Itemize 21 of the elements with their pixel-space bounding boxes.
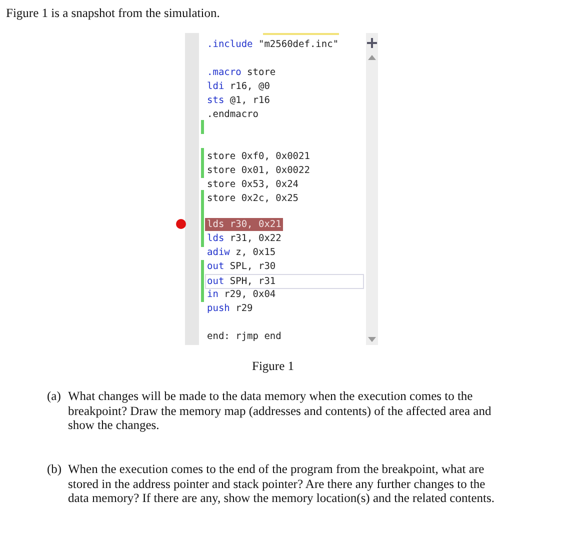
code-line: store 0x53, 0x24: [207, 178, 299, 191]
code-line: store 0x2c, 0x25: [207, 192, 299, 205]
question-label: (a): [47, 389, 61, 404]
code-line: out SPL, r30: [207, 260, 276, 273]
code-line: .macro store: [207, 66, 276, 79]
question-text: When the execution comes to the end of the program from the breakpoint, what are stored in the address pointer and stack pointer? Are there any further changes to the data memory? If there are any, show the memory location(s) and the related contents.: [68, 462, 496, 506]
intro-text: Figure 1 is a snapshot from the simulation.: [6, 6, 220, 20]
code-line: .endmacro: [207, 108, 258, 121]
code-line: ldi r16, @0: [207, 80, 270, 93]
code-line: store 0xf0, 0x0021: [207, 150, 310, 163]
code-line: lds r31, 0x22: [207, 232, 282, 245]
question-text: What changes will be made to the data memory when the execution comes to the breakpoint? Draw the memory map (addresses and contents) of the affected area and show the changes.: [68, 389, 492, 432]
code-line: store 0x01, 0x0022: [207, 164, 310, 177]
code-line: push r29: [207, 302, 253, 315]
code-line: adiw z, 0x15: [207, 246, 276, 259]
question-label: (b): [47, 462, 62, 476]
code-line: .include "m2560def.inc": [207, 38, 339, 51]
code-line: sts @1, r16: [207, 94, 270, 107]
code-line: in r29, 0x04: [207, 288, 276, 301]
code-line: end: rjmp end: [207, 330, 282, 343]
figure-caption: Figure 1: [252, 359, 294, 374]
